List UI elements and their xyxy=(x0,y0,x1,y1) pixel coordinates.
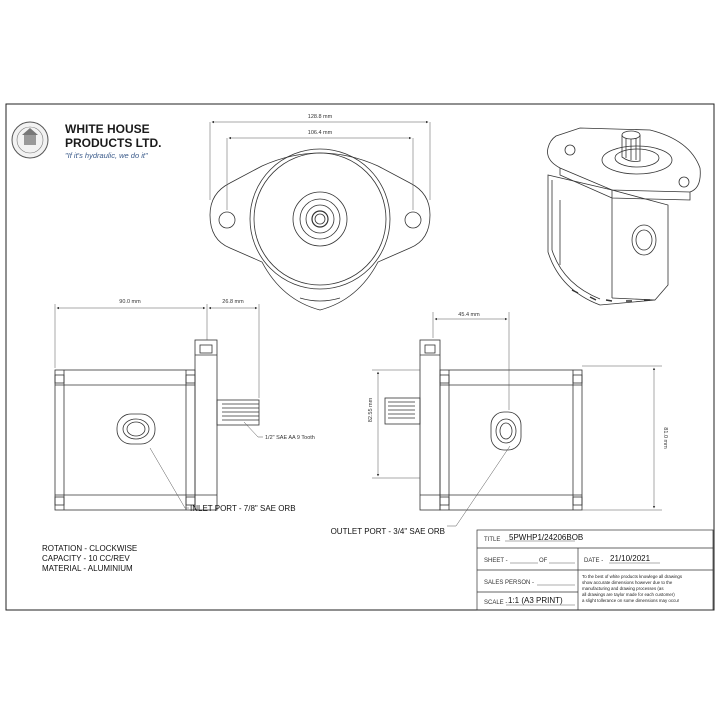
title-block xyxy=(476,529,714,611)
title-label: TITLE xyxy=(484,537,500,543)
isometric-view xyxy=(547,127,701,306)
front-view-dimensions xyxy=(209,120,431,210)
date-label: DATE - xyxy=(584,558,603,564)
mounting-flange-outline xyxy=(209,152,431,311)
title-value: 5PWHP1/24206BOB xyxy=(509,533,583,542)
inlet-leader xyxy=(149,447,189,509)
logo-name-line2: PRODUCTS LTD. xyxy=(65,136,161,150)
shaft-leader xyxy=(243,421,263,438)
disclaimer-line-4: all drawings are taylor made for each cu… xyxy=(582,592,675,597)
iso-flange xyxy=(547,127,701,193)
inlet-port-callout: INLET PORT - 7/8" SAE ORB xyxy=(190,504,296,513)
of-label: OF xyxy=(539,558,548,564)
mount-hole-left xyxy=(218,211,236,229)
outlet-port-callout: OUTLET PORT - 3/4" SAE ORB xyxy=(331,527,445,536)
dim-overall-height: 81.0 mm xyxy=(662,427,668,449)
sales-person-label: SALES PERSON - xyxy=(484,580,534,586)
logo-tagline: "If it's hydraulic, we do it" xyxy=(65,151,148,160)
iso-body xyxy=(547,174,669,306)
dim-hole-spacing: 106.4 mm xyxy=(308,130,333,136)
disclaimer-line-3: manufacturing and drawing processes (as xyxy=(582,586,664,591)
dim-flange-to-shaft: 26.8 mm xyxy=(222,299,244,305)
right-view-dimensions xyxy=(372,312,662,527)
company-logo: WHITE HOUSE PRODUCTS LTD. "If it's hydra… xyxy=(11,121,161,160)
outlet-port-hole xyxy=(495,418,517,444)
iso-shaft xyxy=(621,135,641,162)
outlet-port-boss xyxy=(490,411,522,451)
right-view-body xyxy=(439,369,583,511)
spec-rotation: ROTATION - CLOCKWISE xyxy=(42,544,137,553)
drawing-border xyxy=(5,103,715,611)
date-value: 21/10/2021 xyxy=(610,554,651,563)
right-side-view xyxy=(384,339,583,511)
inlet-port-hole xyxy=(122,418,150,440)
dim-port-offset: 45.4 mm xyxy=(458,312,480,318)
shaft-seal xyxy=(305,204,335,234)
iso-side-port xyxy=(631,224,657,256)
front-view xyxy=(209,148,431,311)
logo-name-line1: WHITE HOUSE xyxy=(65,122,150,136)
inlet-port-boss xyxy=(116,413,156,445)
right-view-shaft xyxy=(384,397,421,425)
left-view-shaft xyxy=(216,399,260,426)
disclaimer-line-2: show accurate dimensions however due to … xyxy=(582,580,673,585)
disclaimer-line-5: a slight tollerance on some dimensions m… xyxy=(582,598,680,603)
scale-label: SCALE - xyxy=(484,600,507,606)
scale-value: 1:1 (A3 PRINT) xyxy=(508,596,563,605)
spec-capacity: CAPACITY - 10 CC/REV xyxy=(42,554,130,563)
outlet-leader xyxy=(447,445,511,527)
shaft-callout: 1/2" SAE AA 9 Tooth xyxy=(265,435,315,441)
disclaimer-line-1: To the best of white products knowlege a… xyxy=(582,574,683,579)
right-view-flange xyxy=(419,339,441,511)
dim-port-height: 82.55 mm xyxy=(368,397,374,422)
spec-material: MATERIAL - ALUMINIUM xyxy=(42,564,133,573)
left-view-flange xyxy=(194,339,218,511)
dim-body-length: 90.0 mm xyxy=(119,299,141,305)
left-view-dimensions xyxy=(54,304,263,509)
mount-hole-right xyxy=(404,211,422,229)
sheet-label: SHEET - xyxy=(484,558,508,564)
shaft-end xyxy=(311,210,329,228)
left-side-view xyxy=(54,339,260,511)
pump-body-circle xyxy=(249,148,391,290)
dim-overall-width: 128.8 mm xyxy=(308,114,333,120)
